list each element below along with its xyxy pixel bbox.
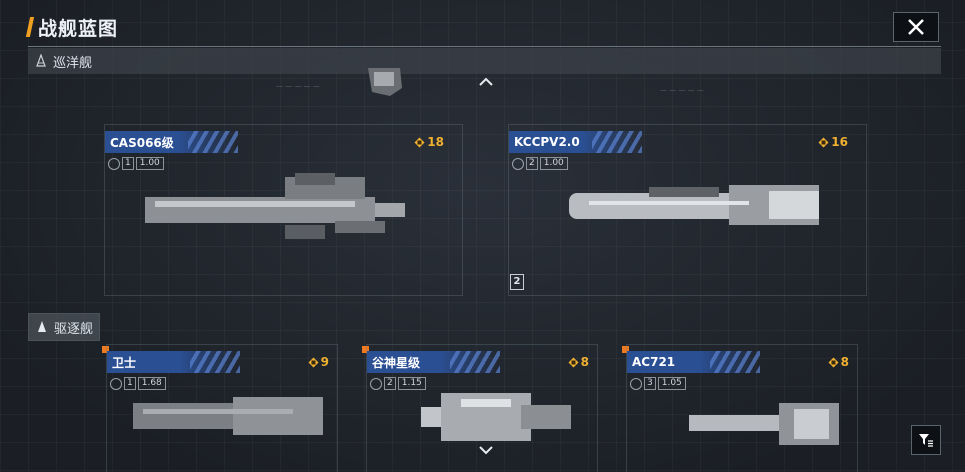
new-marker [102, 346, 109, 353]
title-accent [25, 17, 35, 37]
section-label: 巡洋舰 [53, 55, 93, 71]
globe-icon [512, 157, 524, 170]
ship-cost-value: 8 [580, 355, 589, 369]
name-stripes [710, 351, 760, 373]
globe-icon [630, 377, 642, 390]
ship-name: KCCPV2.0 [509, 131, 642, 153]
ship-card-guardian[interactable]: 卫士 1 1.68 9 [106, 344, 338, 472]
ship-name-text: KCCPV2.0 [514, 135, 580, 149]
ship-name-text: CAS066级 [110, 135, 174, 150]
ship-name-text: 卫士 [112, 355, 137, 370]
ship-level: 2 [384, 377, 396, 390]
ship-card-ceres[interactable]: 谷神星级 2 1.15 8 [366, 344, 598, 472]
header-divider [28, 46, 941, 47]
ship-class-icon [36, 54, 46, 67]
globe-icon [110, 377, 122, 390]
ship-card-ac721[interactable]: AC721 3 1.05 8 [626, 344, 858, 472]
ship-name: 谷神星级 [367, 351, 500, 373]
name-stripes [592, 131, 642, 153]
ship-stats: 2 1.00 [512, 157, 568, 170]
ship-cost: 18 [414, 135, 444, 149]
blueprint-coin-icon [414, 137, 425, 147]
name-stripes [190, 351, 240, 373]
ship-partial-top [368, 68, 402, 96]
close-icon [908, 19, 924, 35]
ship-image [689, 403, 839, 445]
blueprint-lines: — — — — — [276, 82, 320, 90]
ship-cost: 8 [828, 355, 849, 369]
ship-name-text: 谷神星级 [372, 355, 421, 370]
filter-button[interactable] [911, 425, 941, 455]
ship-name: 卫士 [107, 351, 240, 373]
ship-stats: 2 1.15 [370, 377, 426, 390]
globe-icon [108, 157, 120, 170]
new-marker [362, 346, 369, 353]
ship-level: 1 [122, 157, 134, 170]
ship-image [145, 173, 405, 239]
scroll-up-icon[interactable] [478, 76, 494, 86]
new-marker [622, 346, 629, 353]
page-badge: 2 [510, 274, 524, 290]
section-label: 驱逐舰 [54, 321, 94, 337]
ship-value: 1.05 [657, 377, 686, 390]
ship-cost-value: 16 [831, 135, 848, 149]
ship-level: 1 [124, 377, 136, 390]
ship-image [421, 393, 571, 441]
page-title: 战舰蓝图 [38, 17, 119, 40]
ship-cost-value: 18 [427, 135, 444, 149]
blueprint-coin-icon [828, 357, 839, 367]
ship-card-cas066[interactable]: CAS066级 1 1.00 18 [104, 124, 463, 296]
name-stripes [450, 351, 500, 373]
ship-name-text: AC721 [632, 355, 676, 369]
ship-class-icon [38, 321, 46, 332]
blueprint-coin-icon [818, 137, 829, 147]
ship-image [569, 185, 819, 225]
ship-level: 2 [526, 157, 538, 170]
ship-name: AC721 [627, 351, 760, 373]
name-stripes [188, 131, 238, 153]
filter-icon [919, 434, 933, 447]
ship-image [133, 397, 323, 435]
ship-cost-value: 9 [320, 355, 329, 369]
ship-value: 1.00 [135, 157, 164, 170]
ship-cost: 9 [308, 355, 329, 369]
ship-cost-value: 8 [840, 355, 849, 369]
ship-level: 3 [644, 377, 656, 390]
ship-stats: 1 1.68 [110, 377, 166, 390]
ship-cost: 16 [818, 135, 848, 149]
blueprint-coin-icon [308, 357, 319, 367]
ship-card-kccpv20[interactable]: KCCPV2.0 2 1.00 16 [508, 124, 867, 296]
ship-value: 1.68 [137, 377, 166, 390]
ship-name: CAS066级 [105, 131, 238, 153]
section-header-cruiser[interactable]: 巡洋舰 [28, 48, 941, 74]
ship-cost: 8 [568, 355, 589, 369]
globe-icon [370, 377, 382, 390]
ship-value: 1.00 [539, 157, 568, 170]
close-button[interactable] [893, 12, 939, 42]
ship-stats: 3 1.05 [630, 377, 686, 390]
scroll-down-icon[interactable] [478, 446, 494, 456]
blueprint-lines: — — — — — [660, 86, 704, 94]
section-header-destroyer[interactable]: 驱逐舰 [28, 313, 100, 341]
blueprint-coin-icon [568, 357, 579, 367]
ship-value: 1.15 [397, 377, 426, 390]
ship-stats: 1 1.00 [108, 157, 164, 170]
title-bar: 战舰蓝图 [25, 12, 119, 42]
